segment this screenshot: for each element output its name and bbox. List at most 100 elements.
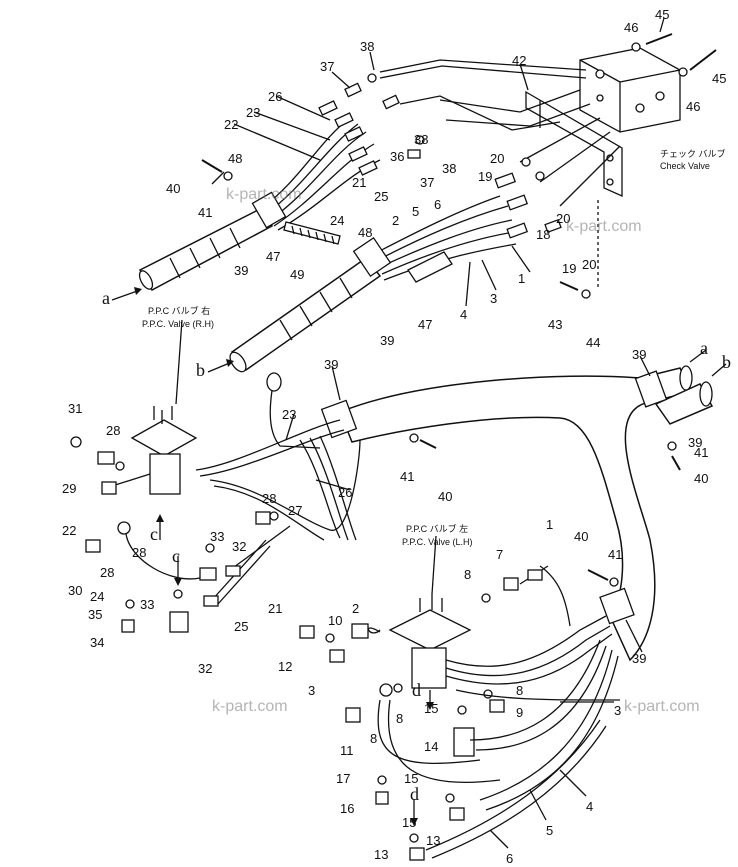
part-number-callout: 39 xyxy=(632,347,646,362)
part-number-callout: 25 xyxy=(374,189,388,204)
part-number-callout: 4 xyxy=(586,799,593,814)
connection-letter: b xyxy=(722,352,731,372)
watermark-text: k-part.com xyxy=(624,698,700,715)
part-number-callout: 37 xyxy=(420,175,434,190)
watermark-text: k-part.com xyxy=(226,186,302,203)
part-number-callout: 43 xyxy=(548,317,562,332)
watermark-text: k-part.com xyxy=(566,218,642,235)
part-number-callout: 22 xyxy=(224,117,238,132)
part-number-callout: 42 xyxy=(512,53,526,68)
part-number-callout: 28 xyxy=(100,565,114,580)
part-number-callout: 14 xyxy=(424,739,438,754)
part-number-callout: 1 xyxy=(546,517,553,532)
part-number-callout: 40 xyxy=(694,471,708,486)
part-number-callout: 28 xyxy=(106,423,120,438)
part-number-callout: 13 xyxy=(426,833,440,848)
part-number-callout: 32 xyxy=(232,539,246,554)
part-number-callout: 21 xyxy=(352,175,366,190)
part-number-callout: 23 xyxy=(282,407,296,422)
part-number-callout: 23 xyxy=(246,105,260,120)
leader-lines xyxy=(211,17,665,849)
part-number-callout: 12 xyxy=(278,659,292,674)
part-number-callout: 19 xyxy=(478,169,492,184)
part-number-callout: 39 xyxy=(632,651,646,666)
part-number-callout: 10 xyxy=(328,613,342,628)
part-number-callout: 24 xyxy=(90,589,104,604)
part-number-callout: 20 xyxy=(556,211,570,226)
part-number-callout: 30 xyxy=(68,583,82,598)
part-number-callout: 5 xyxy=(546,823,553,838)
connection-letter: c xyxy=(172,546,180,566)
part-number-callout: 2 xyxy=(352,601,359,616)
part-number-callout: 44 xyxy=(586,335,600,350)
part-number-callout: 20 xyxy=(582,257,596,272)
part-number-callout: 16 xyxy=(340,801,354,816)
part-number-callout: 18 xyxy=(536,227,550,242)
part-number-callout: 38 xyxy=(442,161,456,176)
check-valve-assembly xyxy=(379,33,717,299)
part-number-callout: 40 xyxy=(438,489,452,504)
part-number-callout: 28 xyxy=(132,545,146,560)
part-number-callout: 41 xyxy=(400,469,414,484)
part-number-callout: 41 xyxy=(694,445,708,460)
part-number-callout: 20 xyxy=(490,151,504,166)
part-number-callout: 15 xyxy=(404,771,418,786)
rh-hose-bundle xyxy=(195,372,361,607)
main-hose-loop xyxy=(320,365,714,662)
part-number-callout: 7 xyxy=(496,547,503,562)
part-number-callout: 38 xyxy=(414,132,428,147)
part-number-callout: 8 xyxy=(396,711,403,726)
ppc-valve-rh xyxy=(70,319,217,633)
part-number-callout: 38 xyxy=(360,39,374,54)
part-number-callout: 24 xyxy=(330,213,344,228)
connection-letter: d xyxy=(410,784,419,804)
part-number-callout: 33 xyxy=(140,597,154,612)
part-number-callout: 33 xyxy=(210,529,224,544)
part-number-callout: 37 xyxy=(320,59,334,74)
flow-arrows xyxy=(111,287,727,377)
part-number-callout: 15 xyxy=(402,815,416,830)
part-number-callout: 3 xyxy=(490,291,497,306)
part-number-callout: 41 xyxy=(198,205,212,220)
part-number-callout: 5 xyxy=(412,204,419,219)
part-number-callout: 26 xyxy=(268,89,282,104)
part-number-callout: 6 xyxy=(434,197,441,212)
part-number-callout: 39 xyxy=(688,435,702,450)
part-number-callout: 17 xyxy=(336,771,350,786)
part-number-callout: 39 xyxy=(234,263,248,278)
part-number-callout: 15 xyxy=(424,701,438,716)
part-number-callout: 8 xyxy=(464,567,471,582)
upper-hose-bundle-lh xyxy=(229,157,562,373)
part-number-callout: 39 xyxy=(324,357,338,372)
part-number-callout: 45 xyxy=(712,71,726,86)
part-number-callout: 8 xyxy=(516,683,523,698)
part-number-callout: 27 xyxy=(288,503,302,518)
part-number-callout: 19 xyxy=(562,261,576,276)
part-number-callout: 8 xyxy=(370,731,377,746)
part-number-callout: 3 xyxy=(614,703,621,718)
part-number-callout: 11 xyxy=(340,743,354,758)
part-number-callout: 31 xyxy=(68,401,82,416)
connection-letter: d xyxy=(412,680,421,700)
valve-label: チェック バルブ xyxy=(660,148,726,159)
valve-labels: P.P.C バルブ 右P.P.C. Valve (R.H)P.P.C バルブ 左… xyxy=(142,148,726,547)
part-number-callout: 1 xyxy=(518,271,525,286)
part-number-callout: 47 xyxy=(418,317,432,332)
part-number-callout: 46 xyxy=(624,20,638,35)
part-number-callout: 2 xyxy=(392,213,399,228)
part-number-callout: 28 xyxy=(262,491,276,506)
part-number-callout: 34 xyxy=(90,635,104,650)
part-number-callout: 48 xyxy=(358,225,372,240)
part-number-callout: 48 xyxy=(228,151,242,166)
part-number-callout: 26 xyxy=(338,485,352,500)
part-number-callout: 40 xyxy=(166,181,180,196)
part-number-callout: 35 xyxy=(88,607,102,622)
part-number-callout: 32 xyxy=(198,661,212,676)
valve-label: P.P.C. Valve (L.H) xyxy=(402,537,473,547)
part-number-callout: 21 xyxy=(268,601,282,616)
connection-letter: a xyxy=(102,288,110,308)
part-number-callout: 3 xyxy=(308,683,315,698)
part-number-callout: 22 xyxy=(62,523,76,538)
